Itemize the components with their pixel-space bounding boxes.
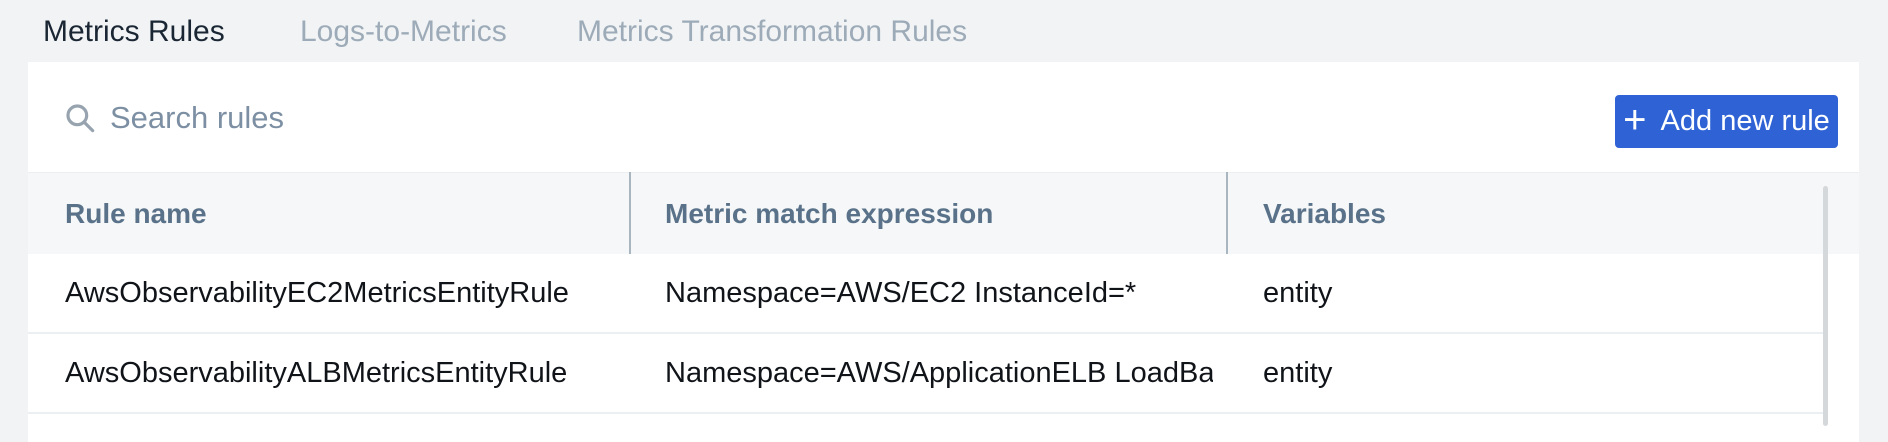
vertical-scrollbar[interactable] [1823,186,1828,426]
cell-metric-match-expression: Namespace=AWS/EC2 InstanceId=* [665,277,1137,309]
table-row[interactable]: AwsObservabilityALBMetricsEntityRule Nam… [28,334,1827,414]
table-body: AwsObservabilityEC2MetricsEntityRule Nam… [28,254,1827,414]
search-icon [66,104,95,133]
add-new-rule-button[interactable]: + Add new rule [1615,95,1838,148]
column-header-metric-match-expression: Metric match expression [665,198,994,229]
column-header-rule-name: Rule name [65,198,207,229]
column-header-variables: Variables [1263,198,1386,229]
rules-panel: + Add new rule Rule name Metric match ex… [28,62,1859,442]
plus-icon: + [1623,97,1647,142]
column-divider [629,172,631,254]
tab-logs-to-metrics[interactable]: Logs-to-Metrics [300,15,507,48]
column-divider [1226,172,1228,254]
cell-metric-match-expression: Namespace=AWS/ApplicationELB LoadBalance… [665,357,1213,389]
table-row[interactable]: AwsObservabilityEC2MetricsEntityRule Nam… [28,254,1827,334]
table-header: Rule name Metric match expression Variab… [28,172,1859,254]
add-new-rule-label: Add new rule [1660,105,1830,137]
search-input[interactable] [110,90,1010,146]
cell-rule-name: AwsObservabilityEC2MetricsEntityRule [65,277,569,309]
tab-metrics-rules[interactable]: Metrics Rules [43,15,225,48]
cell-variables: entity [1263,277,1333,309]
tab-metrics-transformation-rules[interactable]: Metrics Transformation Rules [577,15,968,48]
cell-rule-name: AwsObservabilityALBMetricsEntityRule [65,357,568,389]
cell-variables: entity [1263,357,1333,389]
tab-bar: Metrics Rules Logs-to-Metrics Metrics Tr… [28,0,1859,62]
search-toolbar: + Add new rule [28,62,1859,172]
